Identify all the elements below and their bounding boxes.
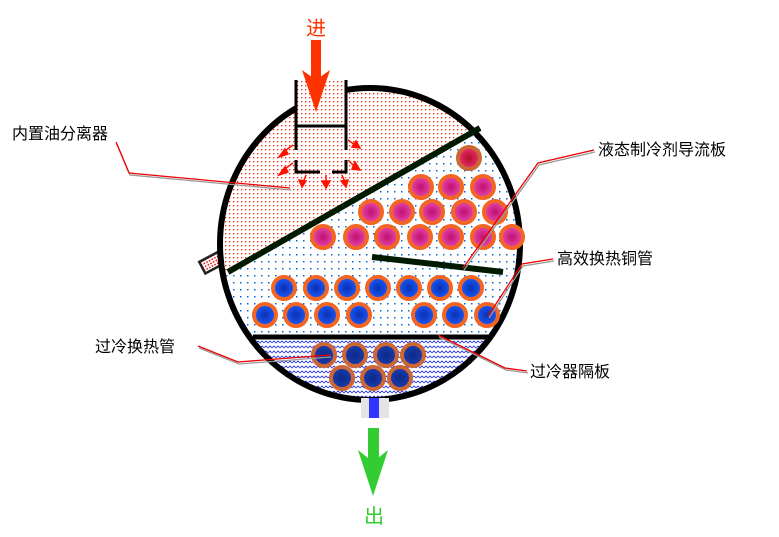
copper-tube — [252, 302, 278, 328]
copper-tube — [271, 275, 297, 301]
condensing-tube — [456, 145, 482, 171]
condensing-tube — [499, 224, 525, 250]
copper-tube — [334, 275, 360, 301]
condensing-tube — [438, 174, 464, 200]
subcool-tube — [400, 342, 426, 368]
outlet-label: 出 — [364, 504, 384, 528]
copper-tube — [283, 302, 309, 328]
copper-tube — [442, 302, 468, 328]
subcool-tube — [342, 342, 368, 368]
outlet-nozzle — [361, 398, 389, 418]
condensing-tube — [374, 224, 400, 250]
subcool-tube — [387, 365, 413, 391]
subcool-tubes-label: 过冷换热管 — [95, 337, 176, 356]
subcool-tube — [329, 365, 355, 391]
condensing-tube — [438, 224, 464, 250]
copper-tube — [427, 275, 453, 301]
oil-separator-partition — [226, 125, 482, 275]
copper-tube — [365, 275, 391, 301]
copper-tube — [303, 275, 329, 301]
leader-lines — [115, 141, 596, 374]
copper-tube — [411, 302, 437, 328]
condensing-tube — [470, 174, 496, 200]
condensing-tube — [407, 224, 433, 250]
condensing-tube — [408, 174, 434, 200]
copper-tube — [346, 302, 372, 328]
condensing-tube — [389, 199, 415, 225]
guide-plate-label: 液态制冷剂导流板 — [598, 140, 727, 159]
condensing-tube — [343, 224, 369, 250]
condensing-tube — [419, 199, 445, 225]
copper-tube — [314, 302, 340, 328]
tube-bank — [252, 145, 525, 391]
inlet-arrow — [302, 40, 330, 112]
copper-tube — [474, 302, 500, 328]
subcool-tube — [373, 342, 399, 368]
outlet-arrow — [358, 428, 388, 496]
condensing-tube — [310, 224, 336, 250]
inlet-label: 进 — [306, 16, 326, 40]
subcool-tube — [360, 365, 386, 391]
condensing-tube — [358, 199, 384, 225]
oil-separator-label: 内置油分离器 — [12, 124, 109, 143]
guide-plate — [371, 254, 504, 275]
copper-tubes-label: 高效换热铜管 — [557, 249, 654, 268]
condensing-tube — [451, 199, 477, 225]
copper-tube — [396, 275, 422, 301]
subcool-plate-label: 过冷器隔板 — [530, 362, 611, 381]
copper-tube — [458, 275, 484, 301]
